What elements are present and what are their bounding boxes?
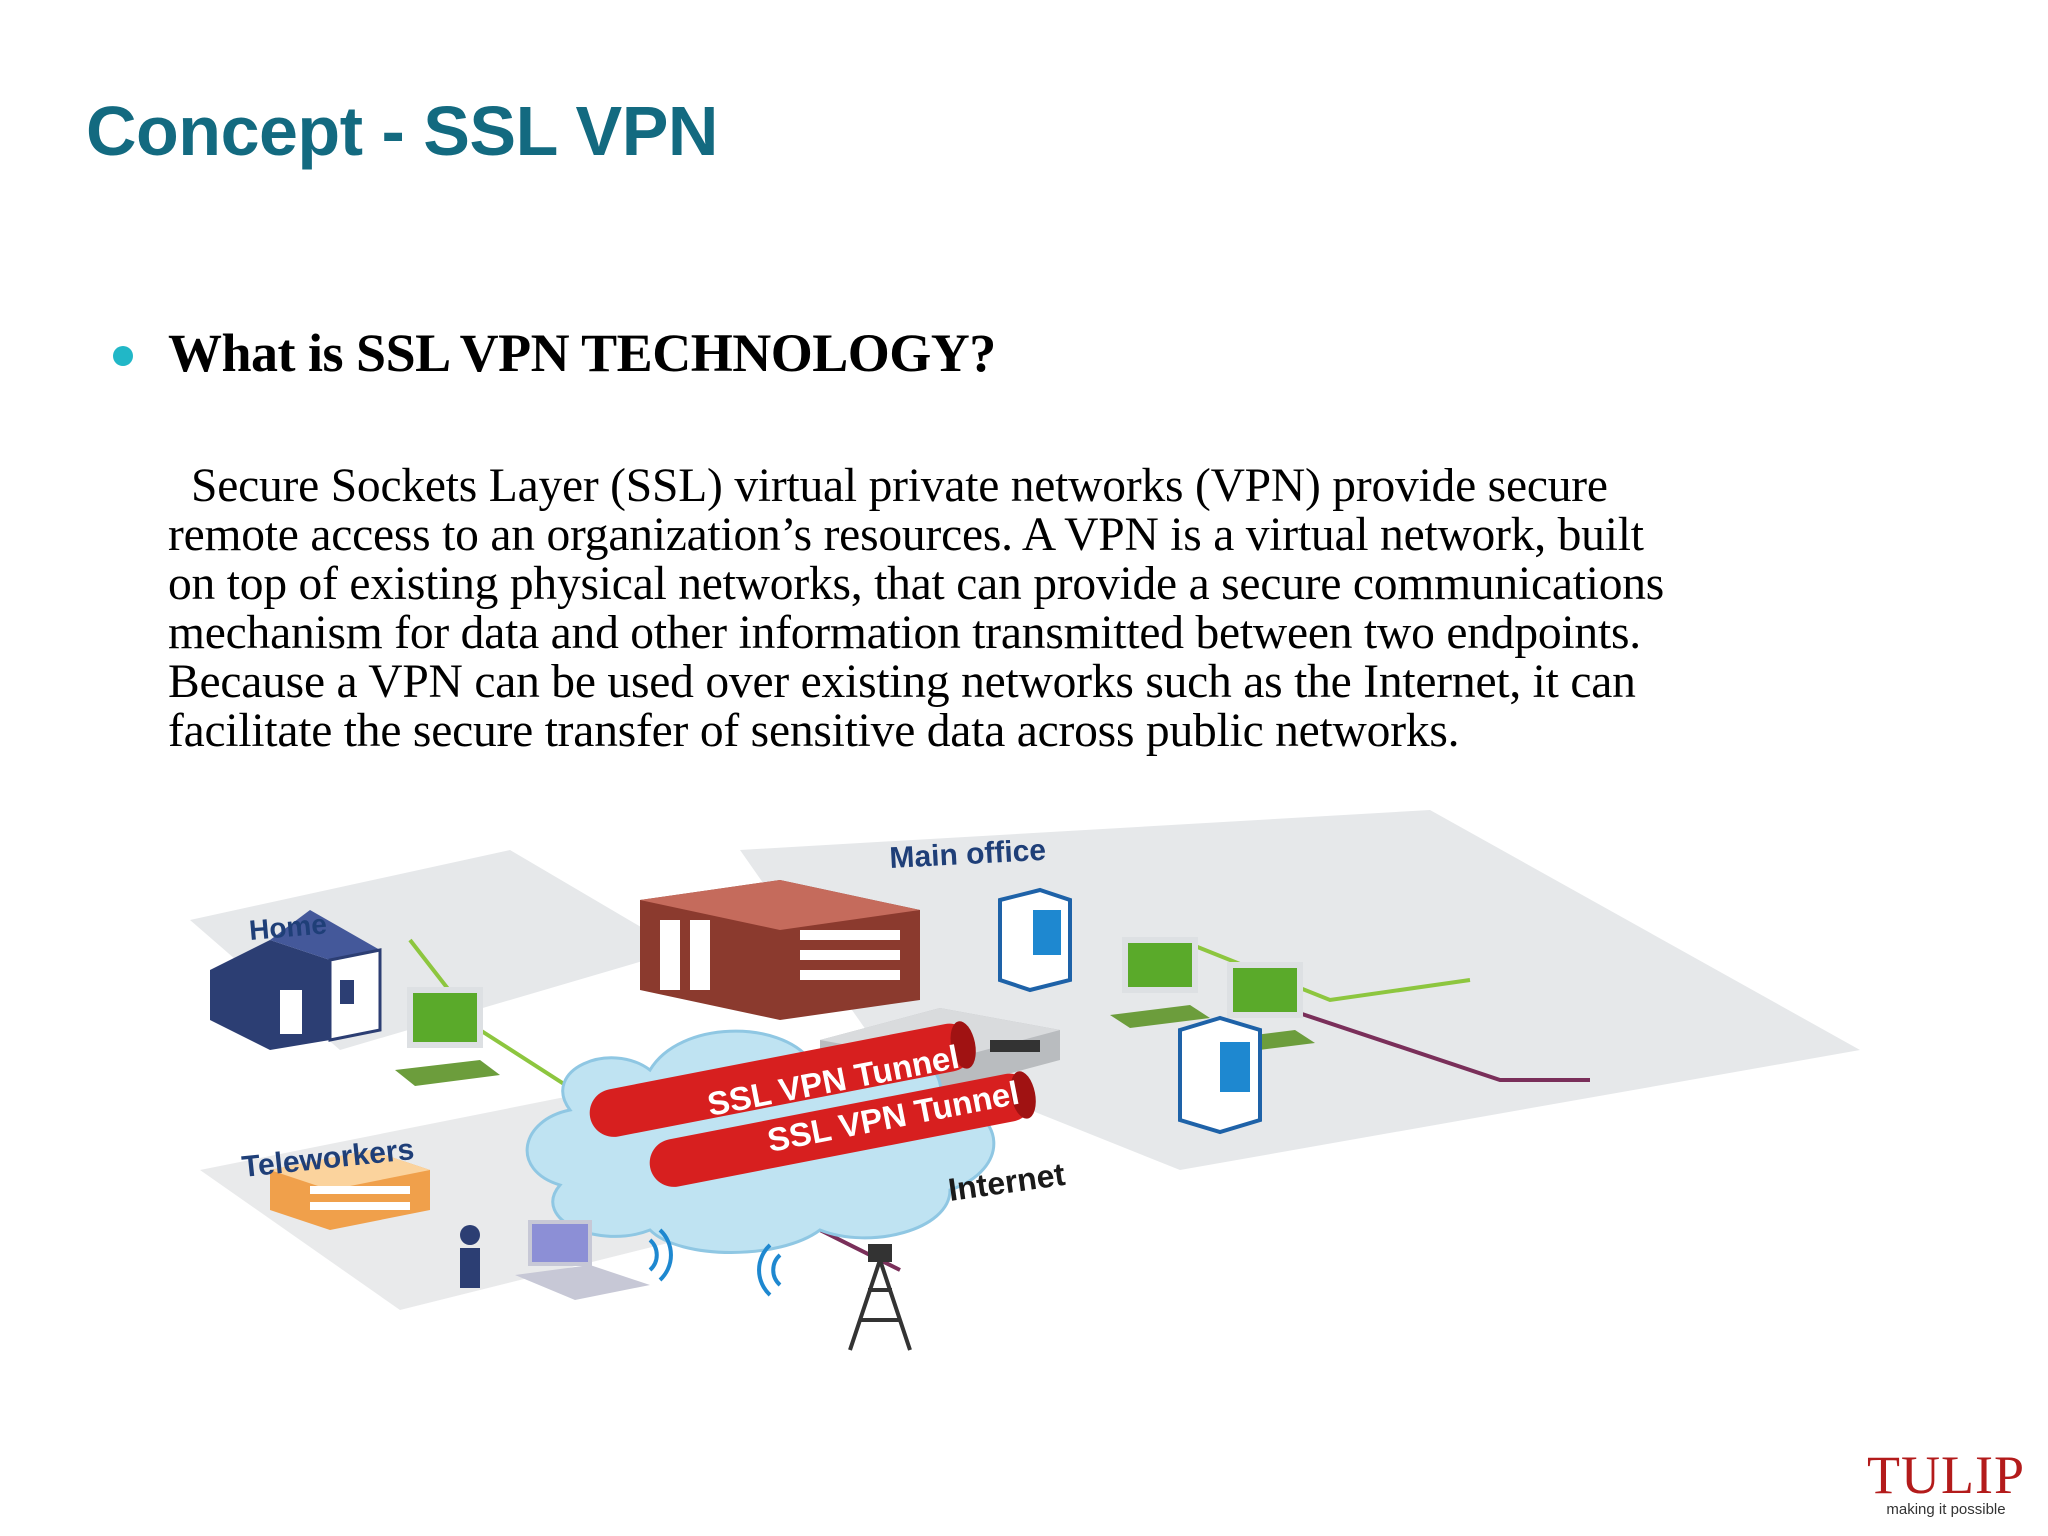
label-home: Home [248, 908, 328, 946]
body-line: Because a VPN can be used over existing … [168, 656, 1636, 708]
main-office-building-icon [640, 880, 920, 1020]
office-server-icon [998, 887, 1072, 993]
body-line: mechanism for data and other information… [168, 607, 1641, 659]
office-computer-icon [1110, 937, 1210, 1028]
wireless-signal-icon [648, 1228, 782, 1297]
ssl-vpn-tunnel-2 [649, 1071, 1036, 1187]
body-paragraph: Secure Sockets Layer (SSL) virtual priva… [168, 462, 1928, 756]
bullet-dot-icon [113, 346, 133, 366]
office-link [1179, 938, 1471, 1003]
laptop-icon [515, 1220, 650, 1300]
cell-tower-icon [848, 1244, 912, 1351]
office-server-icon [1178, 1015, 1262, 1135]
body-line: remote access to an organization’s resou… [168, 509, 1644, 561]
home-house-icon [210, 910, 382, 1050]
body-line: on top of existing physical networks, th… [168, 558, 1665, 610]
logo-wordmark: TULIP [1867, 1445, 2025, 1505]
slide-title: Concept - SSL VPN [86, 92, 718, 170]
teleworkers-office-icon [270, 1150, 430, 1230]
ssl-vpn-tunnel-1 [589, 1021, 976, 1137]
internet-link [1229, 988, 1590, 1082]
ssl-vpn-network-diagram: Main office Home Teleworkers SSL VPN Tun… [190, 810, 1860, 1351]
teleworker-person-icon [460, 1225, 480, 1288]
tulip-logo: TULIP making it possible [1866, 1448, 2026, 1518]
home-computer-icon [395, 987, 500, 1086]
body-line: Secure Sockets Layer (SSL) virtual priva… [191, 460, 1608, 512]
label-main-office: Main office [889, 834, 1047, 875]
logo-tagline: making it possible [1886, 1501, 2006, 1518]
body-line: facilitate the secure transfer of sensit… [168, 705, 1460, 757]
office-computer-icon [1215, 962, 1315, 1053]
bullet-heading: What is SSL VPN TECHNOLOGY? [168, 323, 996, 383]
